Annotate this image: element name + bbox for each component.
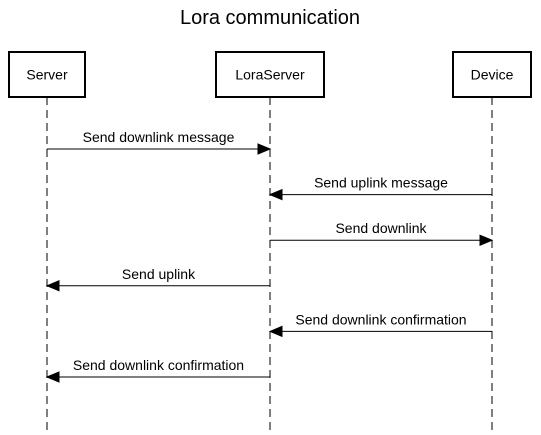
message-2: Send uplink message xyxy=(268,175,492,201)
message-5: Send downlink confirmation xyxy=(268,311,492,338)
participant-box xyxy=(215,51,325,98)
participant-label: Device xyxy=(471,67,514,83)
lifelines xyxy=(46,97,493,433)
arrowhead-icon xyxy=(45,280,60,292)
message-label: Send uplink message xyxy=(314,175,448,191)
message-1: Send downlink message xyxy=(47,129,272,155)
message-4: Send uplink xyxy=(45,266,270,292)
arrowhead-icon xyxy=(479,234,494,246)
participant-device: Device xyxy=(452,51,532,98)
message-6: Send downlink confirmation xyxy=(45,357,270,383)
participant-loraserver: LoraServer xyxy=(215,51,325,98)
arrowhead-icon xyxy=(268,188,283,201)
arrowhead-icon xyxy=(257,143,272,155)
message-label: Send downlink message xyxy=(83,129,235,145)
message-3: Send downlink xyxy=(270,220,494,246)
arrowhead-icon xyxy=(45,371,60,383)
message-label: Send downlink xyxy=(335,220,427,236)
message-label: Send downlink confirmation xyxy=(73,357,244,373)
participants: Server LoraServer Device xyxy=(8,51,532,98)
participant-label: Server xyxy=(26,67,68,83)
message-label: Send uplink xyxy=(122,266,196,282)
participant-label: LoraServer xyxy=(235,67,305,83)
participant-server: Server xyxy=(8,51,86,98)
participant-box xyxy=(8,51,86,98)
diagram-title: Lora communication xyxy=(180,7,360,29)
message-label: Send downlink confirmation xyxy=(295,311,466,327)
participant-box xyxy=(452,51,532,98)
arrowhead-icon xyxy=(268,325,283,338)
